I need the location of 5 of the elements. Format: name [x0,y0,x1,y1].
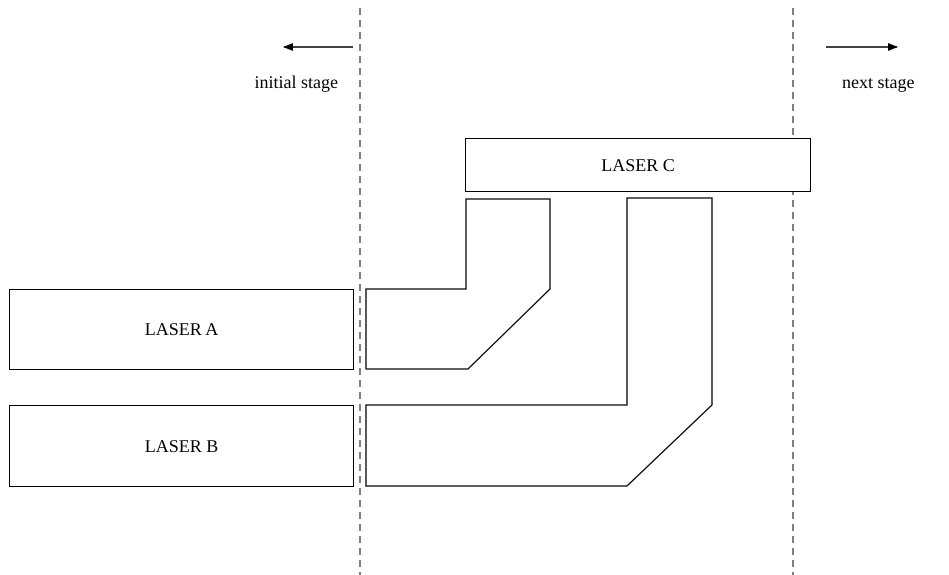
stage-label: initial stage [254,72,338,93]
laser-box: LASER A [9,289,354,370]
laser-box: LASER B [9,405,354,487]
stage-label: next stage [842,72,914,93]
laser-box: LASER C [465,138,811,192]
